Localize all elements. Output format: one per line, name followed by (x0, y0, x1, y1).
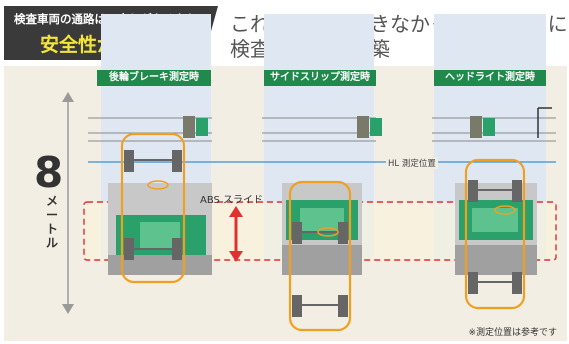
section1-drawing (108, 116, 212, 284)
unit-char: ト (45, 222, 58, 236)
section-label-side-slip: サイドスリップ測定時 (264, 70, 376, 86)
hl-position-label: HL 測定位置 (386, 157, 438, 169)
dimension-unit: メ ー ト ル (44, 194, 60, 250)
section3-drawing (455, 107, 552, 310)
unit-char: ル (45, 236, 58, 250)
section-label-rear-brake: 後輪ブレーキ測定時 (97, 70, 211, 86)
abs-slide-label: ABS スライド (200, 195, 264, 206)
reference-note: ※測定位置は参考です (468, 328, 557, 338)
section2-drawing (282, 116, 382, 332)
dimension-number: 8 (34, 148, 64, 197)
abs-slide-arrow (229, 206, 243, 262)
dimension-arrow (62, 92, 74, 314)
section-label-headlight: ヘッドライト測定時 (434, 70, 546, 86)
unit-char: ー (45, 208, 58, 222)
unit-char: メ (45, 194, 58, 208)
